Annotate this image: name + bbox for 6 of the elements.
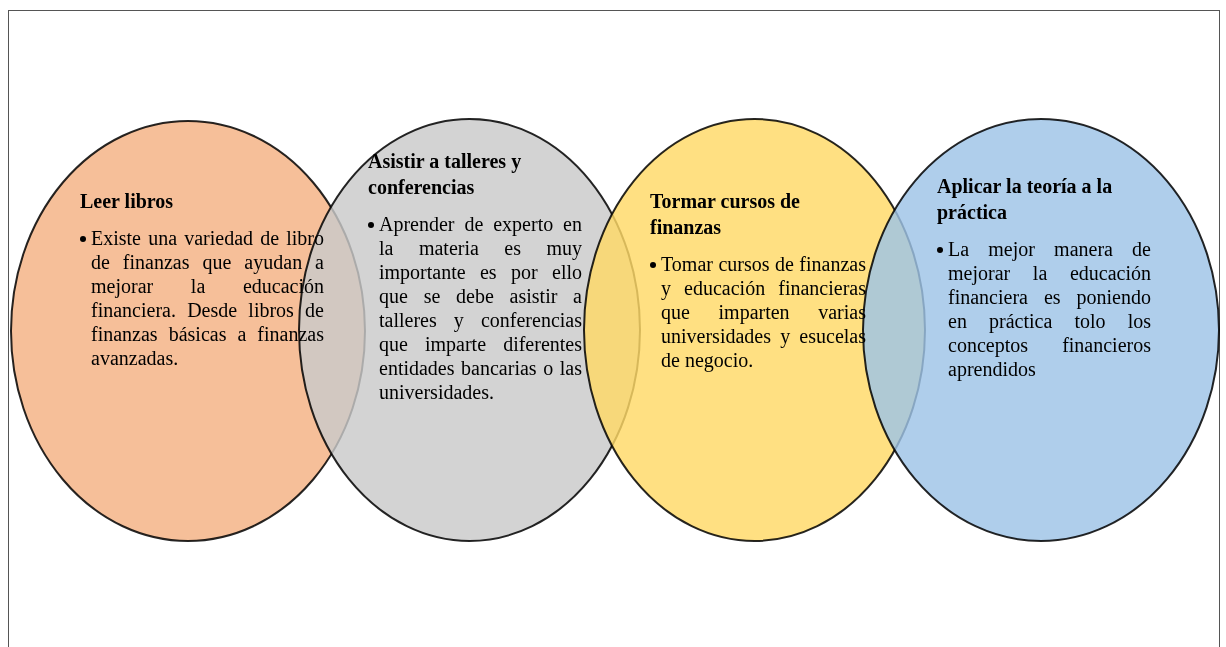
bullet-text: Aprender de experto en la materia es muy importante es por ello que se debe asistir a talleres y conferencias que imparte diferentes entidades bancarias o las universidades. [379, 212, 582, 404]
ellipse-heading: Leer libros [80, 189, 175, 214]
ellipse-heading: Tormar cursos de finanzas [650, 189, 801, 240]
ellipse-heading: Asistir a talleres y conferencias [368, 149, 523, 200]
ellipse-heading: Aplicar la teoría a la práctica [937, 174, 1114, 225]
bullet-text: La mejor manera de mejorar la educación financiera es poniendo en práctica tolo los conceptos financieros aprendidos [948, 237, 1151, 381]
